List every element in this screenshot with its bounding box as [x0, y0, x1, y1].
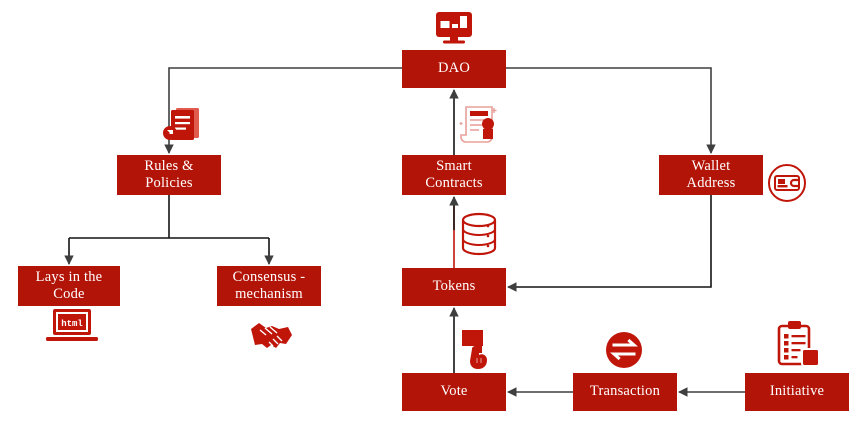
monitor-dashboard-icon — [436, 12, 472, 44]
node-smart-contracts[interactable]: Smart Contracts — [402, 155, 506, 195]
node-lays-line-0: Lays in the — [35, 268, 103, 285]
laptop-html-icon: html — [46, 309, 98, 341]
node-dao[interactable]: DAO — [402, 50, 506, 88]
node-wallet-line-1: Address — [686, 175, 736, 191]
node-initiative[interactable]: Initiative — [745, 373, 849, 411]
node-rules-and-policies[interactable]: Rules & Policies — [117, 155, 221, 195]
node-initiative-line-0: Initiative — [769, 383, 825, 400]
handshake-icon — [251, 323, 292, 348]
edge-dao-to-wallet — [506, 67, 716, 154]
click-cursor-icon — [462, 330, 487, 369]
node-transaction-line-0: Transaction — [589, 383, 661, 400]
node-tokens[interactable]: Tokens — [402, 268, 506, 306]
wallet-circle-icon — [768, 164, 806, 202]
edge-wallet-to-tokens — [507, 195, 712, 292]
node-tokens-line-0: Tokens — [432, 278, 476, 295]
node-transaction[interactable]: Transaction — [573, 373, 677, 411]
node-dao-line-0: DAO — [437, 60, 470, 77]
contract-seal-icon — [459, 106, 497, 143]
node-lays-in-the-code[interactable]: Lays in the Code — [18, 266, 120, 306]
book-policy-icon — [163, 108, 199, 140]
node-consensus-line-1: mechanism — [235, 286, 303, 302]
node-smart-line-0: Smart — [436, 157, 472, 174]
node-lays-line-1: Code — [53, 286, 85, 302]
node-consensus-line-0: Consensus - — [232, 268, 306, 285]
svg-text:html: html — [61, 319, 83, 329]
node-smart-line-1: Contracts — [425, 175, 483, 191]
node-rules-line-1: Policies — [145, 175, 193, 191]
clipboard-list-icon — [777, 321, 820, 367]
node-wallet-address[interactable]: Wallet Address — [659, 155, 763, 195]
node-rules-line-0: Rules & — [144, 157, 194, 174]
database-icon — [461, 212, 497, 256]
exchange-circle-icon — [606, 332, 642, 368]
node-wallet-line-0: Wallet — [691, 157, 731, 174]
node-vote[interactable]: Vote — [402, 373, 506, 411]
node-vote-line-0: Vote — [440, 383, 468, 400]
node-consensus-mechanism[interactable]: Consensus - mechanism — [217, 266, 321, 306]
